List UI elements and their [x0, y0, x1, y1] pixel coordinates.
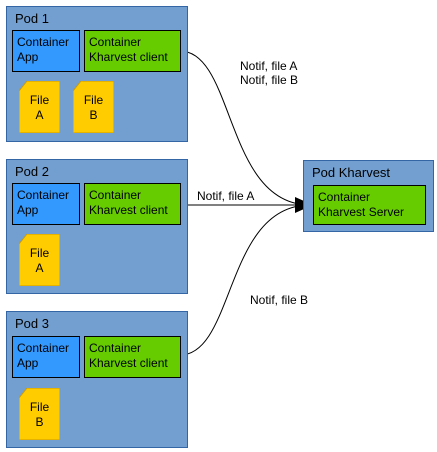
file-icon: [73, 81, 114, 133]
file-b: File B: [19, 388, 60, 440]
container-kharvest-client: Container Kharvest client: [84, 30, 181, 72]
container-app-line1: Container: [17, 35, 70, 49]
pod-title: Pod 1: [15, 11, 49, 26]
container-kharvest-client: Container Kharvest client: [84, 336, 181, 378]
file-label-line1: File: [29, 400, 50, 414]
file-b: File B: [73, 81, 114, 133]
container-app-line2: App: [17, 50, 39, 64]
connector-pod3-to-server: [179, 204, 311, 356]
pod-3: Pod 3 Container App Container Kharvest c…: [6, 311, 188, 448]
container-app: Container App: [12, 30, 80, 72]
container-kharvest-server: Container Kharvest Server: [313, 185, 426, 225]
container-app: Container App: [12, 183, 80, 225]
file-label: File A: [19, 93, 60, 123]
file-label: File B: [19, 400, 60, 430]
container-app-line1: Container: [17, 188, 70, 202]
file-label: File A: [19, 246, 60, 276]
pod-title: Pod 3: [15, 316, 49, 331]
connection-label-pod1-line1: Notif, file A: [240, 59, 298, 73]
connection-label-pod2: Notif, file A: [197, 189, 255, 203]
file-label-line1: File: [29, 93, 50, 107]
file-icon: [19, 388, 60, 440]
file-label: File B: [73, 93, 114, 123]
file-icon: [19, 234, 60, 286]
container-client-line1: Container: [89, 35, 142, 49]
container-client-line1: Container: [89, 188, 142, 202]
file-a: File A: [19, 81, 60, 133]
container-client-line2: Kharvest client: [89, 50, 168, 64]
pod-title: Pod 2: [15, 164, 49, 179]
file-label-line2: A: [35, 108, 44, 122]
container-server-line2: Kharvest Server: [318, 205, 405, 219]
container-server-line1: Container: [318, 190, 371, 204]
pod-1: Pod 1 Container App Container Kharvest c…: [6, 6, 188, 142]
container-app-line2: App: [17, 356, 39, 370]
file-label-line2: B: [35, 415, 44, 429]
pod-kharvest: Pod Kharvest Container Kharvest Server: [303, 160, 434, 232]
connection-label-pod1-line2: Notif, file B: [240, 73, 299, 87]
pod-title: Pod Kharvest: [312, 165, 391, 180]
file-label-line1: File: [29, 246, 50, 260]
container-app-line1: Container: [17, 341, 70, 355]
connector-pod1-to-server: [179, 50, 311, 206]
file-icon: [19, 81, 60, 133]
pod-2: Pod 2 Container App Container Kharvest c…: [6, 159, 188, 294]
container-app-line2: App: [17, 203, 39, 217]
connection-label-pod1: Notif, file A Notif, file B: [240, 59, 298, 87]
container-app: Container App: [12, 336, 80, 378]
file-label-line2: A: [35, 261, 44, 275]
file-label-line1: File: [83, 93, 104, 107]
container-client-line2: Kharvest client: [89, 356, 168, 370]
container-kharvest-client: Container Kharvest client: [84, 183, 181, 225]
file-a: File A: [19, 234, 60, 286]
container-client-line1: Container: [89, 341, 142, 355]
file-label-line2: B: [89, 108, 98, 122]
connection-label-pod3: Notif, file B: [250, 293, 309, 307]
container-client-line2: Kharvest client: [89, 203, 168, 217]
